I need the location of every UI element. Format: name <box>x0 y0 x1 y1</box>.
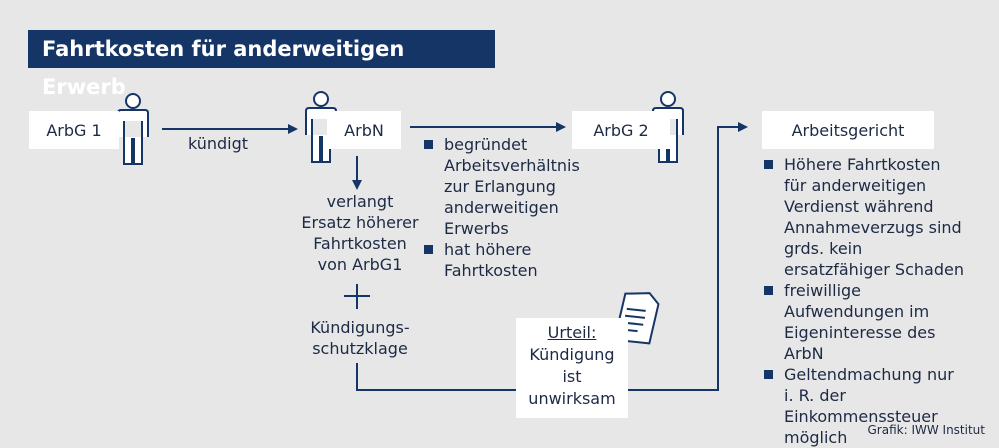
bullet-item: Geltendmachung nur i. R. der Einkommenss… <box>764 364 964 448</box>
bullet-item: hat höhere Fahrtkosten <box>424 239 584 281</box>
klage-line: schutzklage <box>312 339 408 358</box>
gericht-bullet-list: Höhere Fahrtkosten für anderweitigen Ver… <box>764 154 964 448</box>
klage-line: Kündigungs- <box>310 318 410 337</box>
arbn-claim: verlangt Ersatz höherer Fahrtkosten von … <box>290 191 430 275</box>
node-arbeitsgericht: Arbeitsgericht <box>762 111 934 149</box>
person-icon <box>117 93 149 165</box>
node-arbn: ArbN <box>327 111 401 149</box>
bullet-item: Höhere Fahrtkosten für anderweitigen Ver… <box>764 154 964 280</box>
edge-label-kuendigt: kündigt <box>187 134 249 153</box>
node-arbg2: ArbG 2 <box>572 111 670 149</box>
arbn-claim-line: von ArbG1 <box>317 255 403 274</box>
urteil-label: Urteil: <box>547 323 597 342</box>
bullet-item: begründet Arbeitsverhältnis zur Erlangun… <box>424 134 584 239</box>
urteil-box: Urteil: Kündigung ist unwirksam <box>516 318 628 418</box>
arbn-claim-line: Fahrtkosten <box>313 234 407 253</box>
kuendigungsschutzklage: Kündigungs- schutzklage <box>290 317 430 359</box>
credit: Grafik: IWW Institut <box>867 423 986 437</box>
arbn-claim-line: verlangt <box>326 192 394 211</box>
arbn-claim-line: Ersatz höherer <box>301 213 419 232</box>
arrow-to-gericht <box>628 122 748 391</box>
urteil-line: ist <box>562 367 582 386</box>
urteil-line: unwirksam <box>528 389 616 408</box>
urteil-line: Kündigung <box>529 345 615 364</box>
arbg2-bullet-list: begründet Arbeitsverhältnis zur Erlangun… <box>424 134 584 281</box>
connector-klage-urteil <box>356 363 516 391</box>
node-arbg1: ArbG 1 <box>29 111 119 149</box>
bullet-item: freiwillige Aufwendungen im Eigeninteres… <box>764 280 964 364</box>
page-title: Fahrtkosten für anderweitigen Erwerb <box>28 30 495 99</box>
